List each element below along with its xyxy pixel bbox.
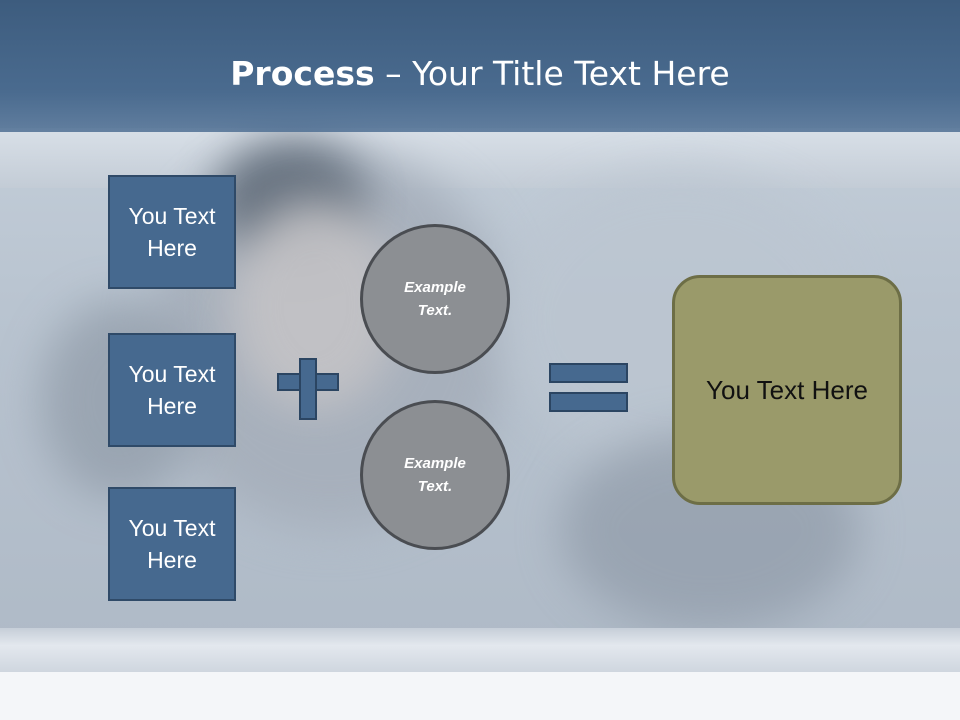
- bottom-strip: [0, 672, 960, 720]
- car-door: [0, 628, 960, 672]
- operand-circle-1[interactable]: Example Text.: [360, 224, 510, 374]
- equals-top-bar: [549, 363, 628, 383]
- input-box-2[interactable]: You Text Here: [108, 333, 236, 447]
- slide-title: Process – Your Title Text Here: [0, 52, 960, 96]
- plus-center: [301, 375, 315, 389]
- equals-bottom-bar: [549, 392, 628, 412]
- title-bold: Process: [230, 54, 375, 93]
- operand-circle-2[interactable]: Example Text.: [360, 400, 510, 550]
- input-box-3[interactable]: You Text Here: [108, 487, 236, 601]
- input-box-1[interactable]: You Text Here: [108, 175, 236, 289]
- title-rest: – Your Title Text Here: [374, 54, 730, 93]
- plus-vertical-bar: [299, 358, 317, 420]
- result-box[interactable]: You Text Here: [672, 275, 902, 505]
- title-band: [0, 0, 960, 132]
